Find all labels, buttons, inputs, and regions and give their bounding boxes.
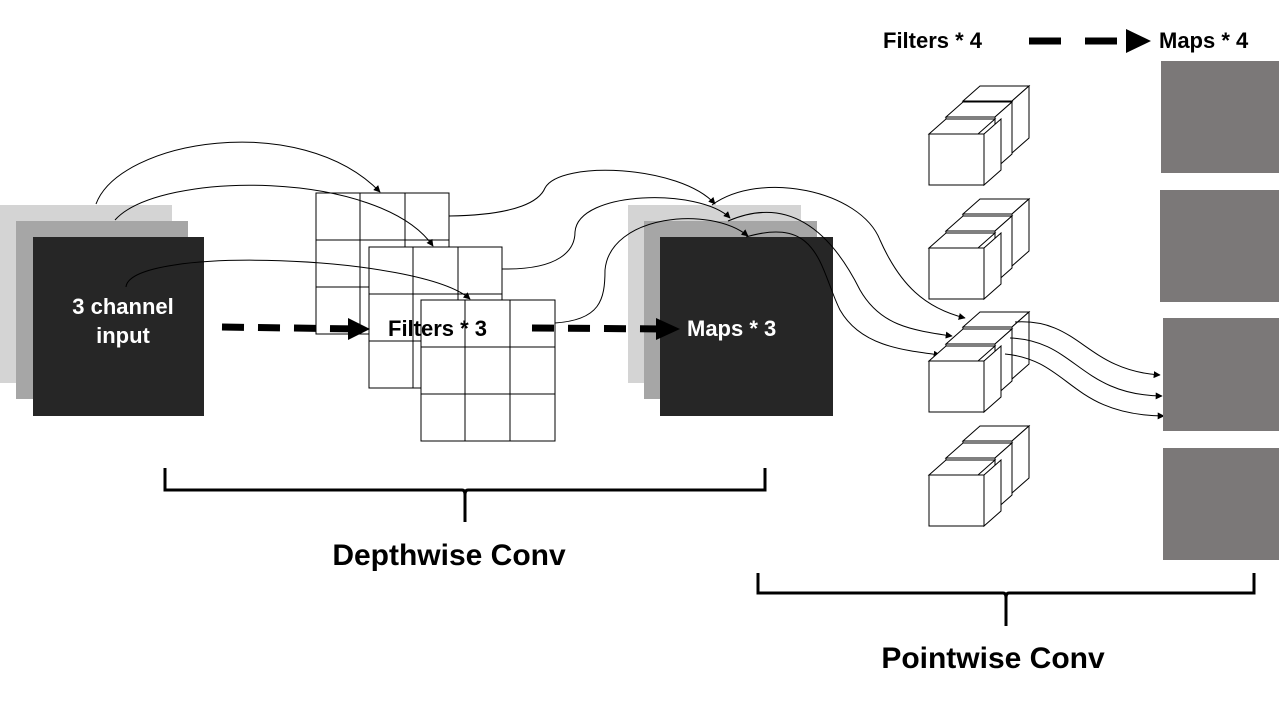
pointwise-output-maps bbox=[1160, 61, 1279, 560]
input-label-line1: 3 channel bbox=[72, 294, 173, 319]
maps-pointwise-label: Maps * 4 bbox=[1159, 28, 1249, 53]
pointwise-conv-title: Pointwise Conv bbox=[881, 642, 1105, 675]
input-label-line2: input bbox=[96, 323, 150, 348]
depthwise-conv-title: Depthwise Conv bbox=[332, 539, 566, 572]
arrowhead-input-to-filters bbox=[348, 318, 370, 340]
dashed-arrow-filters-to-maps bbox=[531, 324, 666, 333]
filters-pointwise-label: Filters * 4 bbox=[883, 28, 983, 53]
output-map-2 bbox=[1160, 190, 1279, 302]
input-to-filter-connectors bbox=[95, 141, 471, 300]
pointwise-filter-3 bbox=[927, 310, 1031, 414]
depthwise-map-3 bbox=[660, 237, 833, 416]
depthwise-brace bbox=[163, 468, 767, 522]
pointwise-filter-1 bbox=[927, 84, 1031, 187]
output-map-3 bbox=[1163, 318, 1279, 431]
pointwise-filter-4 bbox=[927, 424, 1031, 528]
arrowhead-filters-to-maps bbox=[656, 318, 680, 340]
depthwise-maps-stack bbox=[628, 205, 833, 416]
depthwise-filter-3 bbox=[420, 299, 556, 442]
maps-depthwise-label: Maps * 3 bbox=[687, 316, 776, 341]
pointwise-brace bbox=[756, 573, 1256, 626]
dashed-arrow-input-to-filters bbox=[221, 323, 359, 333]
pointwise-to-output-connectors bbox=[1004, 321, 1165, 420]
pointwise-filter-2 bbox=[927, 197, 1031, 301]
input-channel-3 bbox=[33, 237, 204, 416]
arrowhead-pointwise bbox=[1126, 29, 1151, 53]
output-map-4 bbox=[1163, 448, 1279, 560]
filters-depthwise-label: Filters * 3 bbox=[388, 316, 487, 341]
filter-to-map-connectors bbox=[448, 169, 749, 324]
input-stack: 3 channel input bbox=[0, 205, 204, 416]
map-to-pointwise-connectors bbox=[711, 186, 966, 358]
output-map-1 bbox=[1161, 61, 1279, 173]
